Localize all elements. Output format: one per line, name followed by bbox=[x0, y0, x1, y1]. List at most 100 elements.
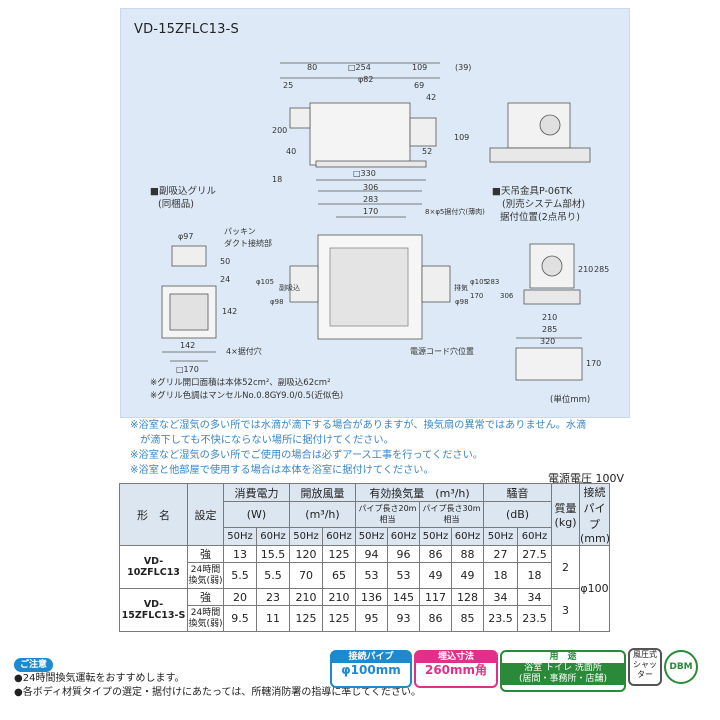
grille-packing: パッキン bbox=[224, 227, 256, 236]
unit-body-side bbox=[309, 102, 411, 166]
header-open-unit: (m³/h) bbox=[289, 501, 356, 528]
grille-dim-142-side: 142 bbox=[222, 307, 237, 316]
value-cell: 125 bbox=[322, 605, 356, 632]
value-cell: 86 bbox=[419, 545, 452, 563]
plan-dim-170v: 170 bbox=[470, 292, 483, 300]
value-cell: 5.5 bbox=[256, 562, 290, 589]
grille-dim-97: φ97 bbox=[178, 232, 193, 241]
caution-label: ご注意 bbox=[14, 658, 54, 672]
dim-18: 18 bbox=[272, 175, 282, 184]
value-cell: 53 bbox=[355, 562, 388, 589]
header-model: 形 名 bbox=[119, 483, 188, 546]
use-badge: 用 途 浴室 トイレ 洗面所 (居間・事務所・店舗) bbox=[500, 650, 626, 692]
bracket-view-body bbox=[507, 102, 571, 149]
note-line: ※浴室など湿気の多い所でご使用の場合は必ずアース工事を行ってください。 bbox=[130, 450, 483, 461]
setting-cell: 24時間換気(弱) bbox=[187, 605, 224, 632]
grille-dim-24: 24 bbox=[220, 275, 230, 284]
unit-note: (単位mm) bbox=[550, 394, 590, 405]
grille-dim-170: □170 bbox=[176, 365, 199, 374]
value-cell: 85 bbox=[450, 605, 485, 632]
value-cell: 18 bbox=[517, 562, 553, 589]
bracket-title: ■天吊金具P-06TK bbox=[492, 185, 573, 197]
value-cell: 94 bbox=[355, 545, 388, 563]
hz-50: 50Hz bbox=[223, 526, 257, 546]
hz-60: 60Hz bbox=[322, 526, 356, 546]
side-port bbox=[289, 107, 311, 129]
header-effective: 有効換気量 (m³/h) bbox=[354, 482, 485, 503]
bracket-sub2: 据付位置(2点吊り) bbox=[500, 211, 580, 223]
hz-60: 60Hz bbox=[517, 526, 553, 546]
value-cell: 34 bbox=[483, 588, 519, 606]
note-line: が滴下しても不快にならない場所に据付けてください。 bbox=[130, 435, 394, 446]
dim-69: 69 bbox=[414, 81, 424, 90]
grille-duct bbox=[171, 245, 207, 267]
plan-dim-170: 170 bbox=[363, 207, 378, 216]
model-cell: VD-15ZFLC13-S bbox=[119, 588, 188, 632]
grille-flange bbox=[315, 160, 427, 168]
plan-dim-105r: φ105 bbox=[470, 278, 488, 286]
header-mass: 質量(kg) bbox=[551, 483, 581, 546]
bracket-side bbox=[515, 347, 583, 381]
plan-dim-98r: φ98 bbox=[455, 298, 469, 306]
grille-duct-label: ダクト接続部 bbox=[224, 238, 272, 248]
grille-color-note: ※グリル色調はマンセルNo.0.8GY9.0/0.5(近似色) bbox=[150, 390, 343, 401]
pipe-badge: 接続パイプ φ100mm bbox=[330, 650, 412, 688]
value-cell: 27 bbox=[483, 545, 519, 563]
grille-area-note: ※グリル開口面積は本体52cm²、副吸込62cm² bbox=[150, 377, 330, 388]
setting-cell: 強 bbox=[187, 545, 224, 563]
value-cell: 128 bbox=[450, 588, 485, 606]
value-cell: 65 bbox=[322, 562, 356, 589]
grille-sub: (同梱品) bbox=[158, 198, 194, 210]
footer-line: ●各ボディ材質タイプの選定・据付けにあたっては、所轄消防署の指導に準じてください… bbox=[14, 687, 422, 698]
plan-dim-306v: 306 bbox=[500, 292, 514, 300]
header-pipe: 接続パイプ(mm) bbox=[579, 483, 610, 546]
header-power-unit: (W) bbox=[223, 501, 290, 528]
value-cell: 49 bbox=[419, 562, 452, 589]
value-cell: 27.5 bbox=[517, 545, 553, 563]
value-cell: 18 bbox=[483, 562, 519, 589]
value-cell: 88 bbox=[450, 545, 485, 563]
hz-50: 50Hz bbox=[289, 526, 323, 546]
value-cell: 9.5 bbox=[223, 605, 257, 632]
plan-exhaust: 排気 bbox=[454, 283, 468, 292]
bracket-sub1: (別売システム部材) bbox=[502, 198, 585, 210]
bracket-dim-170: 170 bbox=[586, 359, 601, 368]
mass-cell: 3 bbox=[551, 588, 581, 632]
plan-mount-holes: 8×φ5据付穴(薄肉) bbox=[425, 207, 485, 216]
bracket-dim-210b: 210 bbox=[542, 313, 557, 322]
hz-50: 50Hz bbox=[483, 526, 519, 546]
dim-42: 42 bbox=[426, 93, 436, 102]
grille-title: ■副吸込グリル bbox=[150, 185, 216, 197]
plan-sub-intake: 副吸込 bbox=[279, 283, 300, 292]
value-cell: 145 bbox=[387, 588, 420, 606]
hz-60: 60Hz bbox=[450, 526, 485, 546]
value-cell: 95 bbox=[355, 605, 388, 632]
plan-dim-283v: 283 bbox=[486, 278, 499, 286]
value-cell: 125 bbox=[322, 545, 356, 563]
value-cell: 53 bbox=[387, 562, 420, 589]
plan-dim-283: 283 bbox=[363, 195, 378, 204]
value-cell: 117 bbox=[419, 588, 452, 606]
shutter-icon: 風圧式シャッター bbox=[628, 648, 662, 686]
value-cell: 210 bbox=[322, 588, 356, 606]
value-cell: 20 bbox=[223, 588, 257, 606]
value-cell: 93 bbox=[387, 605, 420, 632]
plan-dim-306: 306 bbox=[363, 183, 378, 192]
dim-109b: 109 bbox=[454, 133, 469, 142]
pipe-cell: φ100 bbox=[579, 545, 611, 632]
dim-254: □254 bbox=[348, 63, 371, 72]
value-cell: 49 bbox=[450, 562, 485, 589]
value-cell: 34 bbox=[517, 588, 553, 606]
dim-80: 80 bbox=[307, 63, 317, 72]
dim-40: 40 bbox=[286, 147, 296, 156]
hz-50: 50Hz bbox=[355, 526, 388, 546]
mass-cell: 2 bbox=[551, 545, 581, 589]
power-voltage: 電源電圧 100V bbox=[548, 472, 625, 485]
value-cell: 15.5 bbox=[256, 545, 290, 563]
dim-52: 52 bbox=[422, 147, 432, 156]
value-cell: 23 bbox=[256, 588, 290, 606]
value-cell: 5.5 bbox=[223, 562, 257, 589]
dim-39: (39) bbox=[455, 63, 471, 72]
